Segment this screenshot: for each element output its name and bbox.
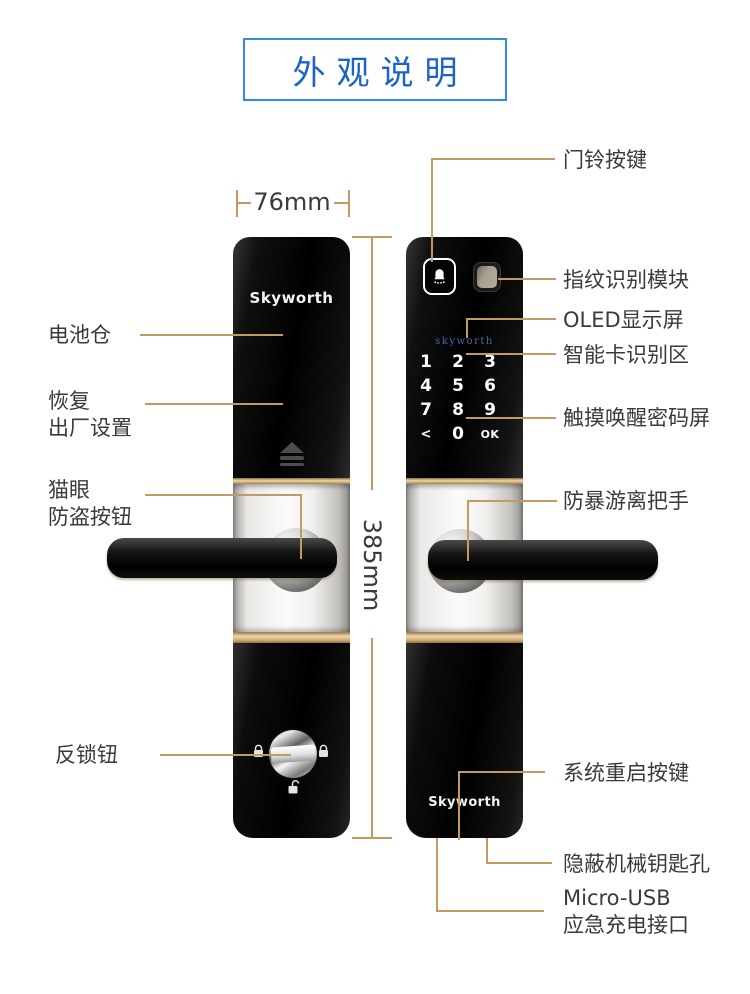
- doorbell-button: [423, 258, 456, 295]
- label-oled: OLED显示屏: [563, 308, 684, 332]
- usb-line: [436, 910, 544, 912]
- keyhole-line: [486, 862, 552, 864]
- factory-reset-line: [145, 403, 283, 405]
- key-6: 6: [484, 376, 496, 396]
- handle-line: [467, 500, 469, 561]
- label-deadbolt: 反锁钮: [55, 743, 118, 767]
- front-top-section: skyworth 1 2 3 4 5 6 7 8 9 < 0 OK: [406, 237, 523, 478]
- back-top-section: Skyworth: [233, 237, 350, 478]
- gold-trim: [406, 632, 523, 643]
- height-dim-line: [371, 638, 373, 838]
- battery-line: [140, 334, 283, 336]
- smartcard-line: [466, 353, 556, 355]
- key-1: 1: [420, 352, 432, 372]
- key-7: 7: [420, 400, 432, 420]
- key-2: 2: [452, 352, 464, 372]
- restart-line: [458, 771, 545, 773]
- height-dimension: 385mm: [358, 518, 386, 612]
- width-dim-tick: [348, 190, 350, 217]
- label-factory-reset: 恢复 出厂设置: [48, 389, 132, 440]
- battery-eject-icon: [233, 442, 350, 466]
- width-dim-line: [238, 202, 251, 204]
- brand-logo: Skyworth: [249, 289, 334, 307]
- touchscreen-line: [466, 417, 556, 419]
- label-doorbell: 门铃按键: [563, 148, 647, 172]
- label-usb: Micro-USB 应急充电接口: [563, 886, 689, 937]
- width-dim-line: [334, 202, 348, 204]
- label-battery: 电池仓: [48, 323, 111, 347]
- peephole-line: [300, 494, 302, 559]
- restart-line: [458, 771, 460, 840]
- label-handle: 防暴游离把手: [563, 489, 689, 513]
- doorbell-line: [431, 158, 433, 262]
- oled-display-text: skyworth: [435, 336, 494, 347]
- label-fingerprint: 指纹识别模块: [563, 268, 689, 292]
- label-smartcard: 智能卡识别区: [563, 343, 689, 367]
- key-back: <: [420, 426, 432, 442]
- lock-closed-icon: [319, 744, 328, 757]
- peephole-line: [145, 494, 302, 496]
- bell-icon: [434, 269, 445, 284]
- height-dim-line: [371, 237, 373, 490]
- width-dim-tick: [236, 190, 238, 217]
- brand-logo: Skyworth: [428, 795, 501, 810]
- label-restart: 系统重启按键: [563, 761, 689, 785]
- fingerprint-sensor: [473, 262, 501, 292]
- usb-line: [436, 838, 438, 912]
- label-peephole: 猫眼 防盗按钮: [48, 478, 132, 529]
- inner-handle: [107, 538, 337, 578]
- outer-handle: [428, 540, 658, 580]
- lock-open-icon: [288, 779, 300, 794]
- gold-trim: [406, 478, 523, 484]
- title-box: 外观说明: [243, 38, 507, 101]
- key-ok: OK: [480, 427, 500, 441]
- deadbolt-line: [160, 754, 291, 756]
- doorbell-line: [431, 158, 555, 160]
- keyhole-line: [486, 838, 488, 864]
- label-touchscreen: 触摸唤醒密码屏: [563, 406, 710, 430]
- key-8: 8: [452, 400, 464, 420]
- width-dimension: 76mm: [253, 188, 331, 216]
- oled-line: [466, 318, 468, 338]
- key-4: 4: [420, 376, 432, 396]
- gold-trim: [233, 478, 350, 484]
- handle-line: [467, 500, 557, 502]
- front-bottom-section: [406, 643, 523, 838]
- key-9: 9: [484, 400, 496, 420]
- key-0: 0: [452, 424, 464, 444]
- key-3: 3: [484, 352, 496, 372]
- height-dim-tick: [352, 837, 392, 839]
- key-5: 5: [452, 376, 464, 396]
- keypad: 1 2 3 4 5 6 7 8 9 < 0 OK: [410, 350, 506, 446]
- fingerprint-line: [498, 278, 556, 280]
- label-keyhole: 隐蔽机械钥匙孔: [563, 852, 710, 876]
- oled-line: [466, 318, 556, 320]
- lock-closed-icon: [254, 744, 263, 757]
- gold-trim: [233, 632, 350, 643]
- page-title: 外观说明: [292, 52, 469, 92]
